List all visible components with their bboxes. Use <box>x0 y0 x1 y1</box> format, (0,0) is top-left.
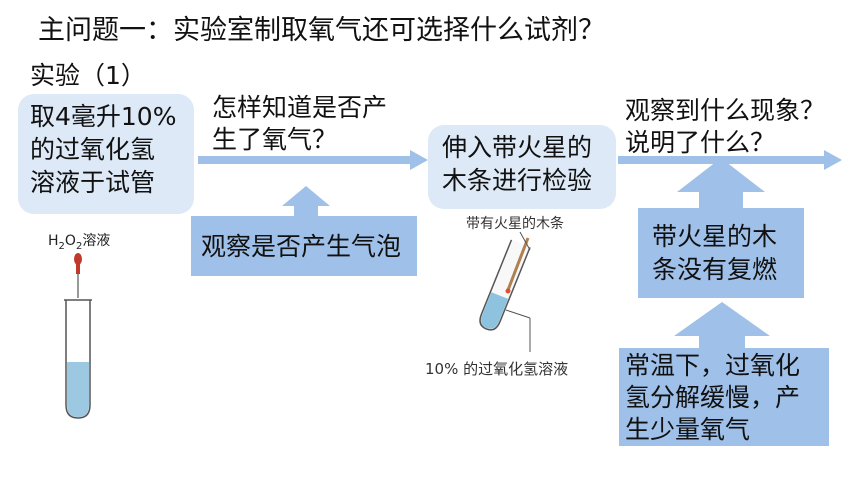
up-arrow-reignite <box>677 158 765 208</box>
step-text-line: 伸入带火星的 <box>442 133 593 162</box>
question-line: 说明了什么？ <box>625 128 776 157</box>
up-arrow-bubbles <box>282 186 330 216</box>
question-oxygen: 怎样知道是否产 生了氧气？ <box>212 92 387 156</box>
conclusion-line: 氢分解缓慢，产 <box>625 383 801 412</box>
conclusion-line: 生少量氧气 <box>625 415 751 444</box>
experiment-label: 实验（1） <box>30 61 146 90</box>
h2o2-label: H2O2溶液 <box>48 233 111 252</box>
question-line: 怎样知道是否产 <box>212 93 388 122</box>
step-insert-splint: 伸入带火星的 木条进行检验 <box>428 125 616 209</box>
up-arrow-conclusion <box>674 302 770 348</box>
observation-line: 带火星的木 <box>652 222 778 251</box>
splint-test-tube-icon <box>479 231 531 352</box>
question-line: 生了氧气？ <box>212 125 338 154</box>
step-add-peroxide: 取4毫升10% 的过氧化氢 溶液于试管 <box>18 94 194 214</box>
solution-label: 10% 的过氧化氢溶液 <box>425 360 569 378</box>
conclusion-line: 常温下，过氧化 <box>625 351 801 380</box>
step-text-line: 的过氧化氢 <box>30 135 156 164</box>
page-title: 主问题一：实验室制取氧气还可选择什么试剂？ <box>38 15 605 46</box>
observation-no-reignite: 带火星的木 条没有复燃 <box>638 208 804 298</box>
step-text-line: 木条进行检验 <box>442 166 593 195</box>
question-line: 观察到什么现象？ <box>625 96 826 125</box>
conclusion-box: 常温下，过氧化 氢分解缓慢，产 生少量氧气 <box>619 348 829 446</box>
question-phenomenon: 观察到什么现象？ 说明了什么？ <box>625 95 825 159</box>
observation-bubbles: 观察是否产生气泡 <box>191 216 417 276</box>
step-text-line: 溶液于试管 <box>30 168 156 197</box>
splint-label: 带有火星的木条 <box>466 216 564 232</box>
test-tube-dropper-icon <box>64 253 92 419</box>
flow-arrow-1 <box>198 150 428 170</box>
step-text-line: 取4毫升10% <box>30 102 177 131</box>
observation-line: 条没有复燃 <box>652 255 778 284</box>
